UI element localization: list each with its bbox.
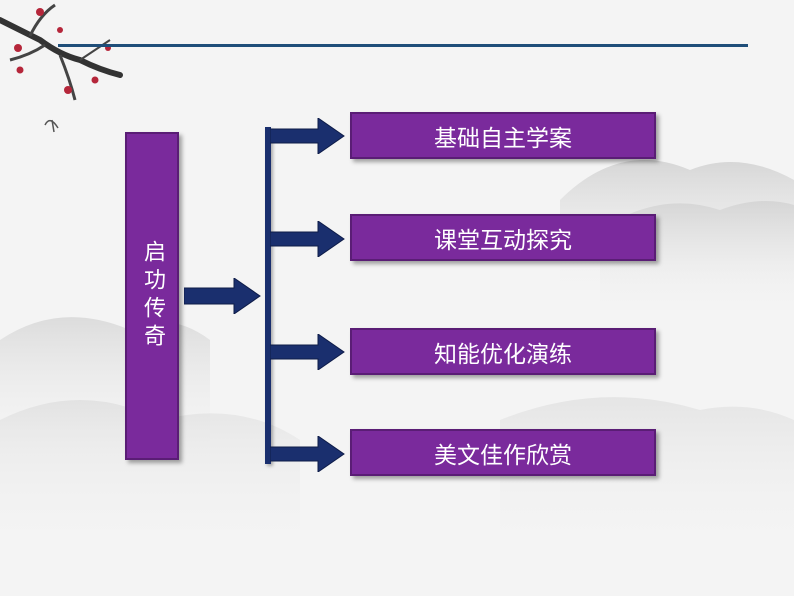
item-label: 课堂互动探究 — [434, 227, 572, 254]
item-box-practice[interactable]: 知能优化演练 — [350, 328, 656, 375]
item-label: 基础自主学案 — [434, 125, 572, 152]
branch-arrow-icon — [270, 436, 345, 472]
item-box-interaction[interactable]: 课堂互动探究 — [350, 214, 656, 261]
main-topic-box[interactable]: 启功传奇 — [125, 132, 179, 460]
branch-arrow-icon — [270, 221, 345, 257]
branch-spine — [265, 127, 271, 464]
branch-arrow-icon — [270, 334, 345, 370]
item-box-basics[interactable]: 基础自主学案 — [350, 112, 656, 159]
branch-arrow-icon — [270, 118, 345, 154]
item-label: 美文佳作欣赏 — [434, 442, 572, 469]
main-arrow-icon — [184, 278, 261, 314]
item-box-appreciation[interactable]: 美文佳作欣赏 — [350, 429, 656, 476]
item-label: 知能优化演练 — [434, 341, 572, 368]
main-topic-label: 启功传奇 — [140, 240, 165, 352]
header-rule-line — [58, 44, 748, 47]
plum-blossom-icon — [0, 3, 123, 133]
